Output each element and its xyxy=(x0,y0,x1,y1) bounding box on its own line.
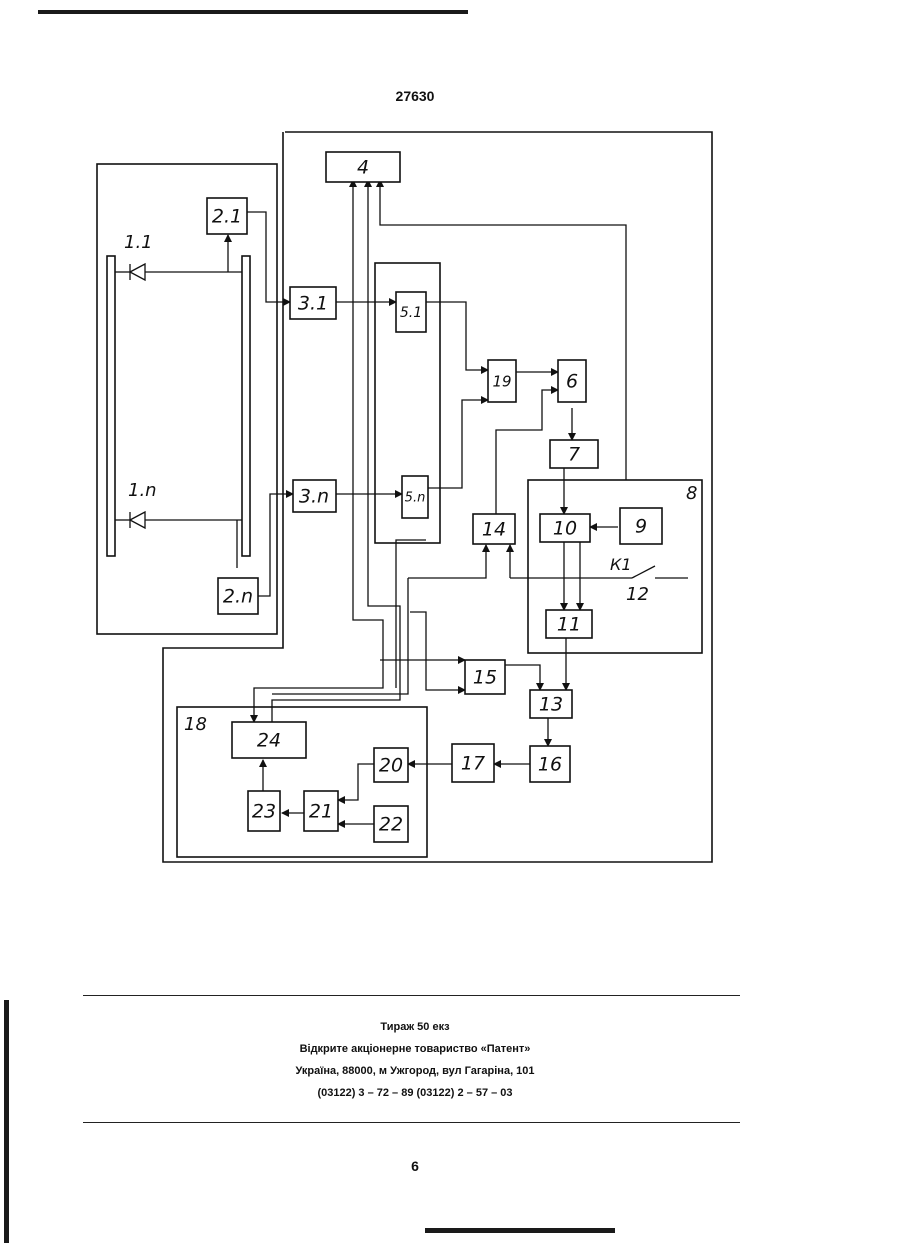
imprint-phones: (03122) 3 – 72 – 89 (03122) 2 – 57 – 03 xyxy=(0,1082,830,1104)
label-block-12: 12 xyxy=(626,584,649,605)
block-3-1: 3.1 xyxy=(290,287,336,319)
svg-text:19: 19 xyxy=(492,373,511,391)
svg-text:16: 16 xyxy=(538,754,562,776)
left-scan-bar xyxy=(4,1000,9,1243)
block-15: 15 xyxy=(465,660,505,694)
svg-text:5.n: 5.n xyxy=(405,491,426,506)
svg-text:22: 22 xyxy=(379,814,403,836)
label-diode-1-n: 1.n xyxy=(128,480,157,501)
block-19: 19 xyxy=(488,360,516,402)
rail-left xyxy=(107,256,115,556)
block-11: 11 xyxy=(546,610,592,638)
block-2-1: 2.1 xyxy=(207,198,247,234)
block-13: 13 xyxy=(530,690,572,718)
diode-1-n xyxy=(115,512,242,528)
block-7: 7 xyxy=(550,440,598,468)
rail-right xyxy=(242,256,250,556)
svg-text:20: 20 xyxy=(379,755,403,777)
block-3-n: 3.n xyxy=(293,480,336,512)
svg-text:5.1: 5.1 xyxy=(400,305,422,321)
diode-1-1 xyxy=(115,264,242,280)
block-5-1: 5.1 xyxy=(396,292,426,332)
svg-text:4: 4 xyxy=(357,157,369,179)
label-switch-k1: К1 xyxy=(610,555,632,574)
block-9: 9 xyxy=(620,508,662,544)
svg-text:15: 15 xyxy=(473,667,497,689)
svg-text:17: 17 xyxy=(461,753,485,775)
svg-text:3.n: 3.n xyxy=(299,486,329,508)
block-22: 22 xyxy=(374,806,408,842)
footer-rule-bottom xyxy=(83,1122,740,1123)
imprint-circulation: Тираж 50 екз xyxy=(0,1016,830,1038)
svg-text:14: 14 xyxy=(482,519,506,541)
svg-text:7: 7 xyxy=(568,444,580,466)
block-20: 20 xyxy=(374,748,408,782)
label-block-18: 18 xyxy=(184,714,207,735)
svg-text:6: 6 xyxy=(566,371,578,393)
footer-rule-top xyxy=(83,995,740,996)
svg-text:2.1: 2.1 xyxy=(212,206,242,228)
block-2-n: 2.n xyxy=(218,578,258,614)
svg-text:11: 11 xyxy=(557,614,581,636)
block-4: 4 xyxy=(326,152,400,182)
svg-text:2.n: 2.n xyxy=(223,586,253,608)
svg-text:24: 24 xyxy=(257,730,281,752)
imprint-address: Україна, 88000, м Ужгород, вул Гагаріна,… xyxy=(0,1060,830,1082)
block-23: 23 xyxy=(248,791,280,831)
svg-text:9: 9 xyxy=(635,516,647,538)
label-block-8: 8 xyxy=(686,483,697,504)
block-5-n: 5.n xyxy=(402,476,428,518)
bottom-scan-rule xyxy=(425,1228,615,1233)
svg-text:3.1: 3.1 xyxy=(298,293,328,315)
svg-text:21: 21 xyxy=(309,801,333,823)
block-17: 17 xyxy=(452,744,494,782)
svg-text:10: 10 xyxy=(553,518,577,540)
block-16: 16 xyxy=(530,746,570,782)
imprint: Тираж 50 екз Відкрите акціонерне товарис… xyxy=(0,1016,830,1104)
block-21: 21 xyxy=(304,791,338,831)
block-14: 14 xyxy=(473,514,515,544)
label-diode-1-1: 1.1 xyxy=(124,232,153,253)
block-24: 24 xyxy=(232,722,306,758)
page-number: 6 xyxy=(0,1158,830,1174)
imprint-company: Відкрите акціонерне товариство «Патент» xyxy=(0,1038,830,1060)
block-6: 6 xyxy=(558,360,586,402)
svg-text:23: 23 xyxy=(252,801,276,823)
svg-text:13: 13 xyxy=(539,694,563,716)
block-diagram: 4 2.1 3.1 5.1 19 6 7 3.n xyxy=(0,0,900,900)
block-10: 10 xyxy=(540,514,590,542)
